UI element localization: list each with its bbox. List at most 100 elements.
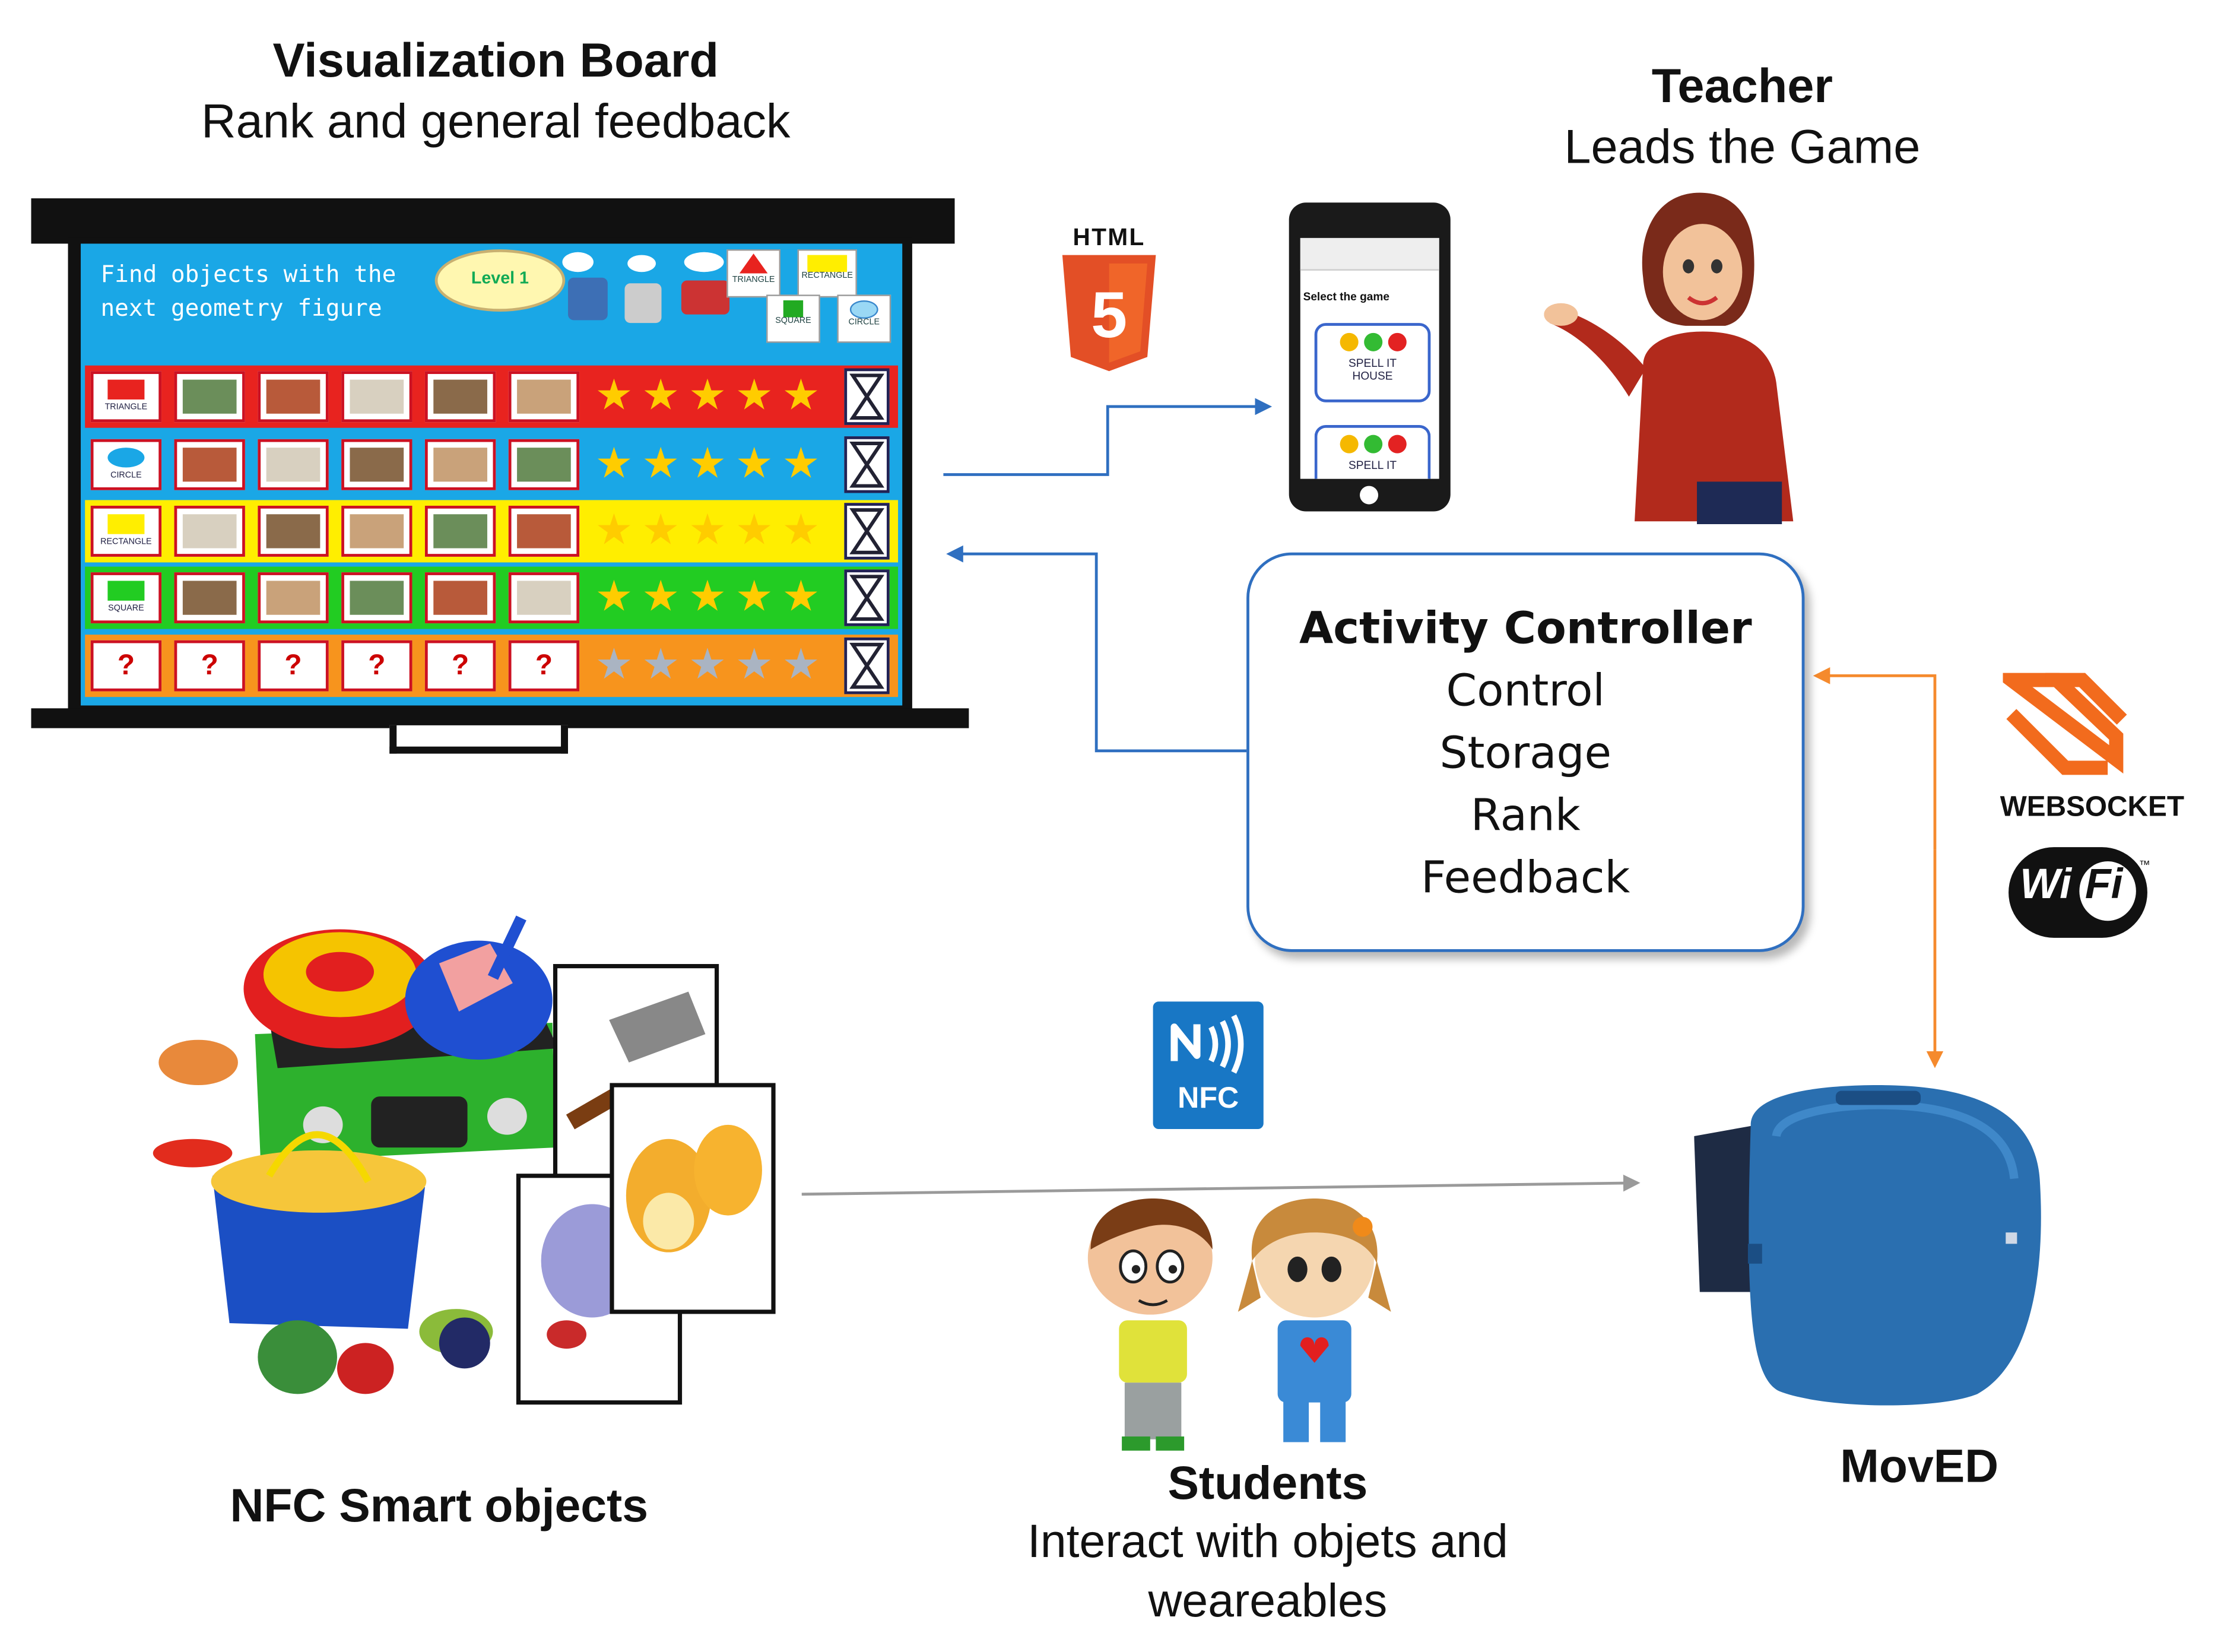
star-icon: ★ [642,573,680,621]
object-photo [433,448,487,482]
shape-swatch [107,581,145,601]
wifi-logo-wi: Wi [2020,861,2071,908]
object-photo [182,379,237,414]
shape-swatch [107,448,145,468]
shape-tile-triangle: TRIANGLE [726,249,780,298]
object-photo [350,514,404,548]
star-icon: ★ [688,440,727,487]
phone-home-button [1360,486,1379,505]
hourglass-icon [844,503,890,560]
object-photo-cell [258,439,329,490]
object-photo-cell [508,572,580,624]
object-photo-cell [258,505,329,557]
object-photo-cell [174,371,245,423]
activity-controller-title: Activity Controller [1299,603,1752,655]
board-to-phone-arrow [943,398,1273,476]
object-photo [517,514,571,548]
unknown-object-cell: ? [341,640,413,692]
star-icon: ★ [642,440,680,487]
object-photo-cell [174,572,245,624]
object-photo [350,581,404,615]
object-photo-cell [174,505,245,557]
object-photo-cell [341,505,413,557]
shape-label-text: SQUARE [108,605,144,614]
object-photo-cell [341,439,413,490]
board-title-block: Visualization Board Rank and general fee… [85,31,906,152]
phone-prompt: Select the game [1303,290,1389,303]
star-icon: ★ [595,372,633,420]
smart-objects-title: NFC Smart objects [230,1479,649,1531]
object-photo [266,581,321,615]
shape-label-text: RECTANGLE [100,538,152,547]
object-photo [350,379,404,414]
board-row-circle: CIRCLE★★★★★ [85,433,899,496]
shape-tile-label: RECTANGLE [801,272,853,281]
object-photo-cell [424,439,496,490]
object-photo-cell [508,439,580,490]
teacher-title-block: Teacher Leads the Game [1502,56,1983,177]
object-photo-cell [174,439,245,490]
object-photo [433,581,487,615]
unknown-object-cell: ? [174,640,245,692]
wifi-icon: Wi Fi ™ [2009,847,2150,938]
shape-label-text: CIRCLE [110,471,142,481]
board-row-square: SQUARE★★★★★ [85,566,899,629]
star-icon: ★ [595,440,633,487]
shape-tile-label: TRIANGLE [732,276,775,285]
students-title-block: Students Interact with objets and wearea… [906,1454,1629,1629]
game-card-1[interactable]: SPELL IT HOUSE [1314,323,1431,402]
object-photo-cell [258,572,329,624]
phone-screen: Select the game SPELL IT HOUSE SPELL IT [1300,237,1439,479]
smart-objects-title-block: NFC Smart objects [85,1476,793,1534]
nfc-logo: NFC [1153,1001,1264,1130]
shape-tile-square: SQUARE [766,294,820,343]
unknown-object-cell: ? [424,640,496,692]
star-icon: ★ [735,440,773,487]
object-photo-cell [341,572,413,624]
star-icon: ★ [595,573,633,621]
hourglass-icon [844,637,890,695]
hourglass-icon [844,436,890,493]
star-icon: ★ [782,507,820,554]
controller-item-rank: Rank [1470,790,1581,842]
controller-to-board-arrow [946,545,1247,753]
board-title: Visualization Board [272,34,719,88]
star-icon: ★ [735,573,773,621]
moved-wearable-device [1694,1085,2041,1406]
teacher-subtitle: Leads the Game [1564,119,1921,174]
game-card-1-line1: SPELL IT [1348,357,1397,370]
board-heading: Find objects with the next geometry figu… [100,258,396,325]
shape-tile-rectangle: RECTANGLE [797,249,857,298]
students-illustration [1087,1198,1391,1451]
objects-to-moved-arrow [801,1174,1641,1196]
object-photo [433,379,487,414]
object-photo-cell [424,505,496,557]
object-photo-cell [508,505,580,557]
unknown-object-cell: ? [508,640,580,692]
object-photo [517,581,571,615]
object-photo [182,581,237,615]
unknown-object-cell: ? [258,640,329,692]
visualization-board-screen: Find objects with the next geometry figu… [81,243,903,706]
object-photo-cell [258,371,329,423]
star-icon: ★ [735,507,773,554]
star-icon: ★ [642,642,680,689]
shape-label-cell: TRIANGLE [90,371,162,423]
board-heading-line1: Find objects with the [100,261,396,288]
html5-logo-text: HTML [1073,224,1146,251]
shape-swatch [107,514,145,534]
websocket-logo-text: WEBSOCKET [2000,792,2184,823]
star-icon: ★ [782,642,820,689]
shape-tile-circle: CIRCLE [837,294,891,343]
html5-number: 5 [1091,279,1127,351]
object-photo [182,514,237,548]
game-card-2[interactable]: SPELL IT [1314,424,1431,479]
hourglass-icon [844,569,890,626]
moved-to-controller-arrow [1813,667,1937,850]
controller-item-feedback: Feedback [1421,852,1630,904]
star-icon: ★ [735,642,773,689]
shape-swatch [107,379,145,399]
shape-label-cell: CIRCLE [90,439,162,490]
star-icon: ★ [642,372,680,420]
